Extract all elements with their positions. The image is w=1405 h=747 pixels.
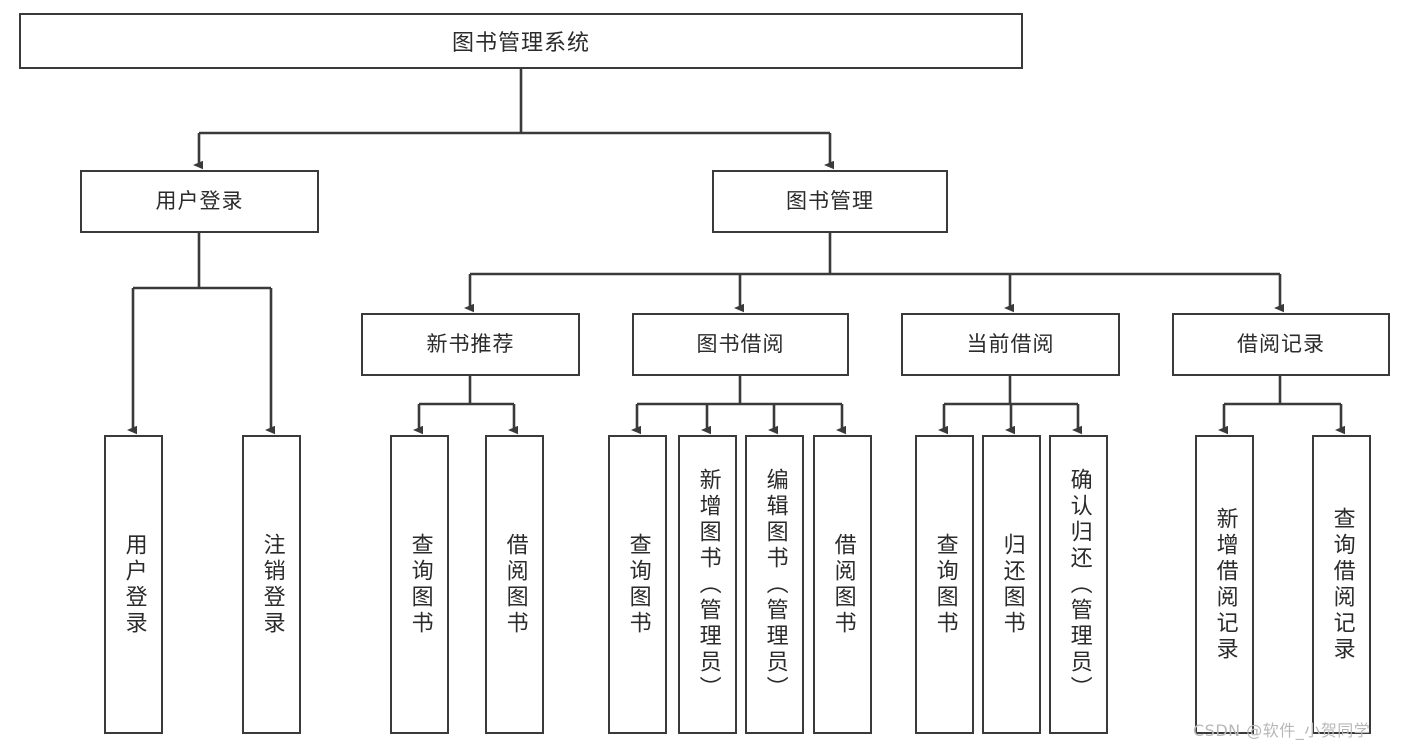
csdn-watermark: CSDN @软件_小贺同学 [1193,721,1371,740]
node-book-management[interactable]: 图书管理 [712,170,948,233]
node-label: 图书借阅 [696,331,785,356]
node-label: 当前借阅 [966,331,1055,356]
node-label: 借阅记录 [1237,331,1325,356]
node-root-book-management-system[interactable]: 图书管理系统 [19,13,1023,69]
node-label: 查询借阅记录 [1329,506,1355,663]
node-label: 确认归还（管理员） [1066,467,1092,702]
leaf-current-borrow-query-book[interactable]: 查询图书 [915,435,974,734]
node-label: 用户登录 [121,532,147,637]
node-label: 新增图书（管理员） [695,467,721,702]
node-label: 借阅图书 [830,532,856,637]
leaf-current-borrow-confirm-return-admin[interactable]: 确认归还（管理员） [1049,435,1108,734]
leaf-new-book-query-book[interactable]: 查询图书 [390,435,449,734]
leaf-book-borrow-borrow-book[interactable]: 借阅图书 [813,435,872,734]
leaf-user-login-login[interactable]: 用户登录 [104,435,163,734]
node-label: 查询图书 [625,532,651,637]
node-new-book-recommend[interactable]: 新书推荐 [361,313,580,376]
leaf-new-book-borrow-book[interactable]: 借阅图书 [485,435,544,734]
node-label: 查询图书 [407,532,433,637]
node-borrow-record[interactable]: 借阅记录 [1172,313,1390,376]
node-current-borrow[interactable]: 当前借阅 [901,313,1120,376]
leaf-current-borrow-return-book[interactable]: 归还图书 [982,435,1041,734]
leaf-book-borrow-add-book-admin[interactable]: 新增图书（管理员） [678,435,737,734]
leaf-borrow-record-add-record[interactable]: 新增借阅记录 [1195,435,1254,734]
node-label: 图书管理系统 [451,31,590,56]
node-label: 用户登录 [155,188,244,213]
node-label: 新增借阅记录 [1212,506,1238,663]
leaf-user-login-logout[interactable]: 注销登录 [242,435,301,734]
node-book-borrow[interactable]: 图书借阅 [632,313,849,376]
node-label: 归还图书 [999,532,1025,637]
node-label: 编辑图书（管理员） [762,467,788,702]
node-label: 新书推荐 [426,331,515,356]
leaf-borrow-record-query-record[interactable]: 查询借阅记录 [1312,435,1371,734]
node-label: 图书管理 [786,188,874,213]
node-label: 注销登录 [259,532,285,637]
leaf-book-borrow-query-book[interactable]: 查询图书 [608,435,667,734]
node-user-login[interactable]: 用户登录 [80,170,319,233]
node-label: 借阅图书 [502,532,528,637]
leaf-book-borrow-edit-book-admin[interactable]: 编辑图书（管理员） [745,435,804,734]
node-label: 查询图书 [932,532,958,637]
